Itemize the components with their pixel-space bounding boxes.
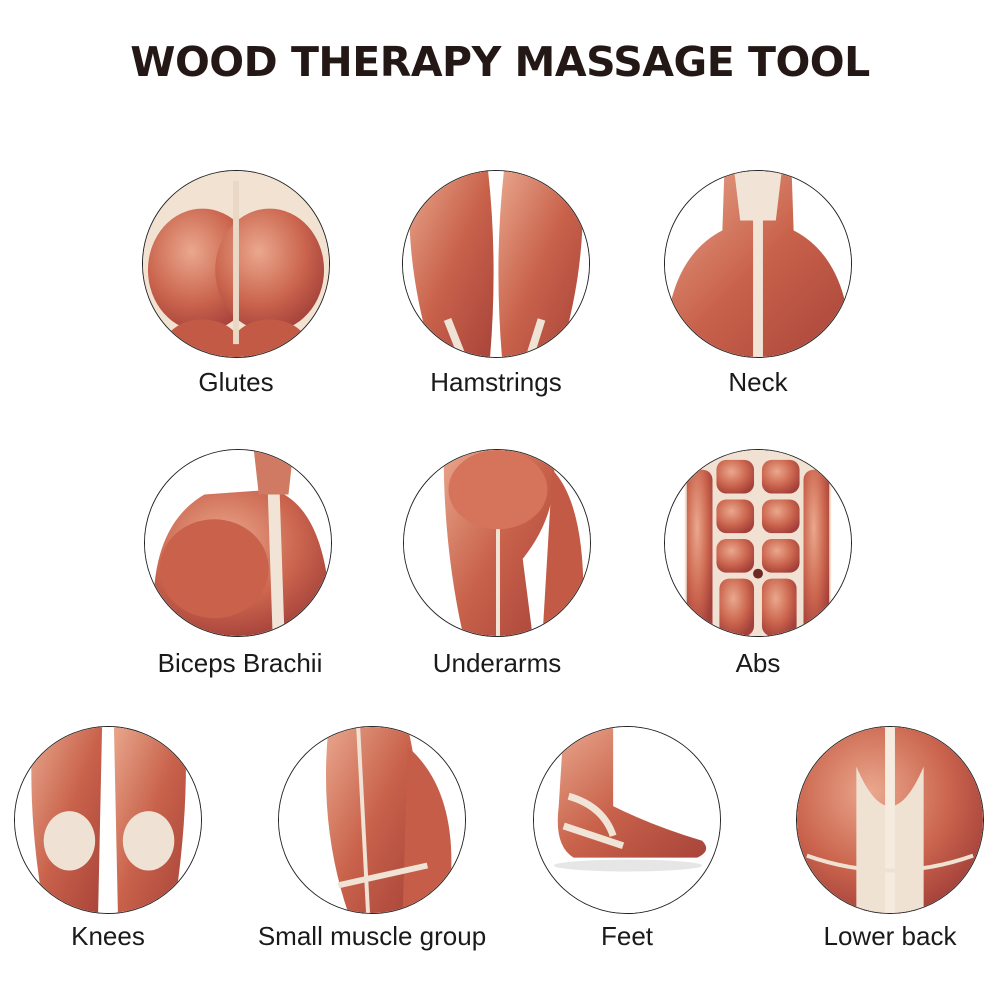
underarms-illustration (403, 449, 591, 637)
label-underarms: Underarms (432, 648, 562, 678)
feet-illustration (533, 726, 721, 914)
abs-illustration (664, 449, 852, 637)
label-abs: Abs (735, 648, 781, 678)
glutes-illustration (142, 170, 330, 358)
label-knees: Knees (71, 921, 145, 951)
label-feet: Feet (600, 921, 654, 951)
page-title: WOOD THERAPY MASSAGE TOOL (130, 38, 870, 86)
small-muscle-group-illustration (278, 726, 466, 914)
label-small-muscle-group: Small muscle group (257, 921, 487, 951)
label-hamstrings: Hamstrings (430, 367, 562, 397)
label-neck: Neck (728, 367, 788, 397)
biceps-brachii-illustration (144, 449, 332, 637)
neck-illustration (664, 170, 852, 358)
knees-illustration (14, 726, 202, 914)
label-lower-back: Lower back (823, 921, 957, 951)
lower-back-illustration (796, 726, 984, 914)
hamstrings-illustration (402, 170, 590, 358)
label-biceps-brachii: Biceps Brachii (157, 648, 323, 678)
label-glutes: Glutes (198, 367, 274, 397)
